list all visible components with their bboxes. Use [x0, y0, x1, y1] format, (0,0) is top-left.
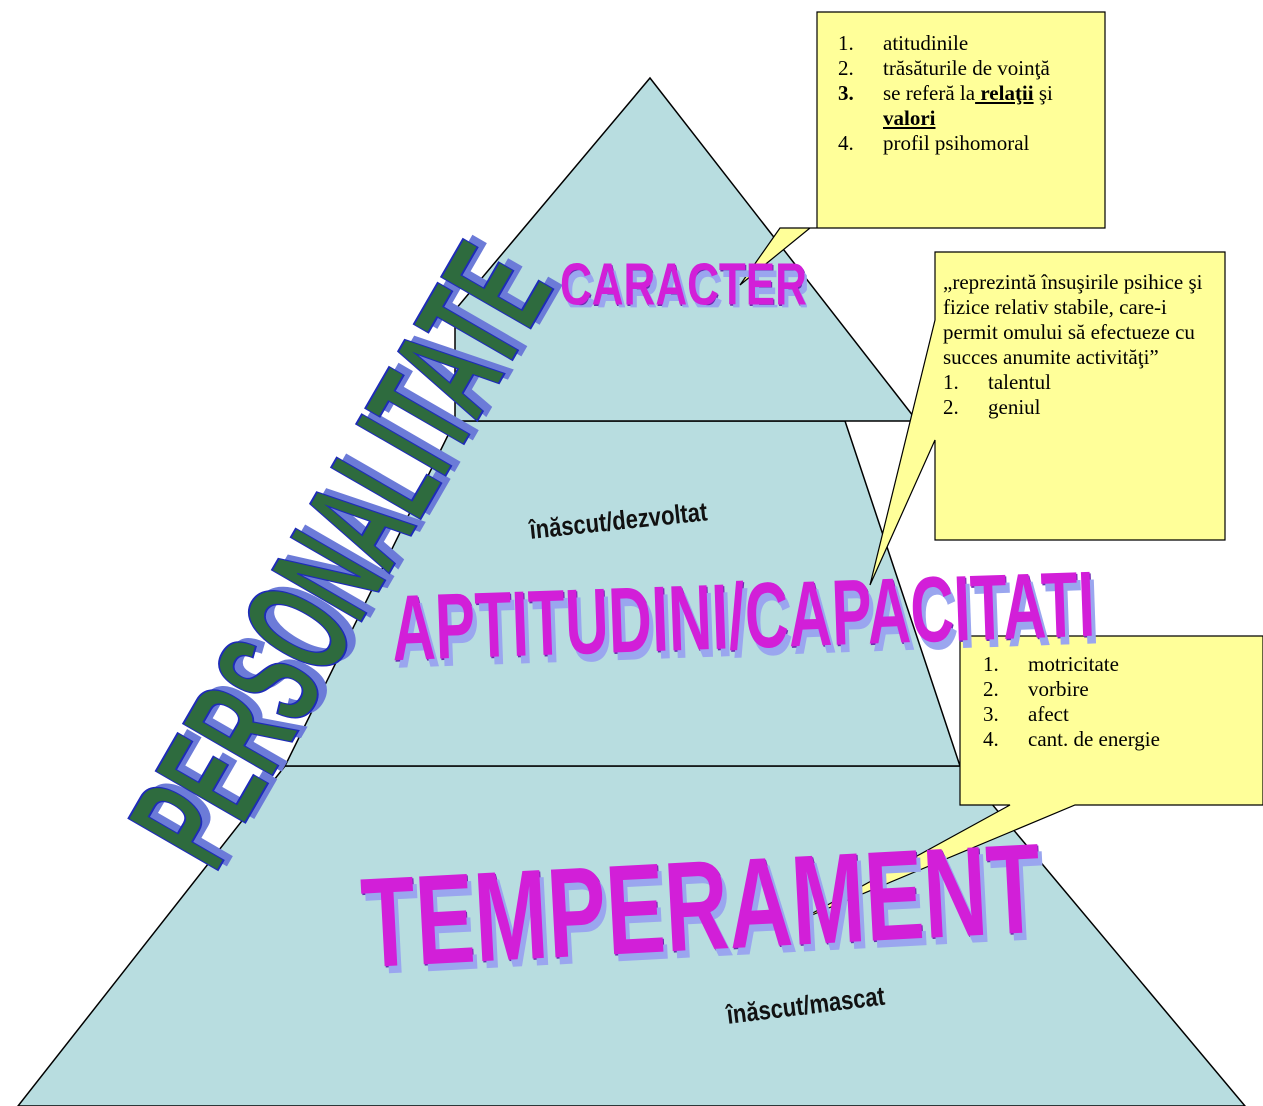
- callout-temperament: 1. motricitate 2. vorbire 3. afect 4. cant. de …: [983, 652, 1261, 752]
- list-item: 2. vorbire: [983, 677, 1261, 702]
- list-item: 4. profil psihomoral: [838, 131, 1100, 156]
- list-item-text: profil psihomoral: [883, 131, 1030, 155]
- list-item-text: geniul: [988, 395, 1041, 419]
- callout-aptitudini: „reprezintă însuşirile psihice şi fizice…: [943, 270, 1221, 420]
- list-item-text: trăsăturile de voinţă: [883, 56, 1050, 80]
- list-item-text: atitudinile: [883, 31, 969, 55]
- list-item-text: afect: [1028, 702, 1069, 726]
- list-item-number: 4.: [838, 131, 854, 155]
- callout-caracter-shape: [739, 11, 1106, 286]
- list-item: 4. cant. de energie: [983, 727, 1261, 752]
- callout-aptitudini-shape: [869, 251, 1226, 586]
- callout-aptitudini-list: 1. talentul 2. geniul: [943, 370, 1221, 420]
- list-item-number: 1.: [983, 652, 999, 676]
- list-item-text: talentul: [988, 370, 1051, 394]
- list-item: 1. motricitate: [983, 652, 1261, 677]
- list-item-number: 3.: [838, 81, 854, 105]
- callout-temperament-list: 1. motricitate 2. vorbire 3. afect 4. cant. de …: [983, 652, 1261, 752]
- list-item-number: 1.: [838, 31, 854, 55]
- list-item-text: vorbire: [1028, 677, 1089, 701]
- list-item: 1. atitudinile: [838, 31, 1100, 56]
- level-label-caracter: CARACTER: [560, 252, 807, 319]
- list-item: 2. geniul: [943, 395, 1221, 420]
- list-item-number: 3.: [983, 702, 999, 726]
- list-item-text: motricitate: [1028, 652, 1119, 676]
- pyramid-tier-top: [454, 76, 919, 422]
- list-item-text: cant. de energie: [1028, 727, 1160, 751]
- list-item-number: 2.: [943, 395, 959, 419]
- callout-temperament-shape: [799, 635, 1263, 921]
- list-item-number: 1.: [943, 370, 959, 394]
- list-item: 2. trăsăturile de voinţă: [838, 56, 1100, 81]
- list-item-number: 2.: [983, 677, 999, 701]
- list-item: 3. se referă la relaţii şi valori: [838, 81, 1100, 131]
- callout-caracter-list: 1. atitudinile 2. trăsăturile de voinţă 3. se…: [838, 31, 1100, 156]
- list-item: 3. afect: [983, 702, 1261, 727]
- list-item-number: 2.: [838, 56, 854, 80]
- list-item: 1. talentul: [943, 370, 1221, 395]
- list-item-number: 4.: [983, 727, 999, 751]
- list-item-text: se referă la relaţii şi valori: [883, 81, 1053, 130]
- callout-aptitudini-definition: „reprezintă însuşirile psihice şi fizice…: [943, 270, 1203, 369]
- callout-caracter: 1. atitudinile 2. trăsăturile de voinţă 3. se…: [838, 31, 1100, 156]
